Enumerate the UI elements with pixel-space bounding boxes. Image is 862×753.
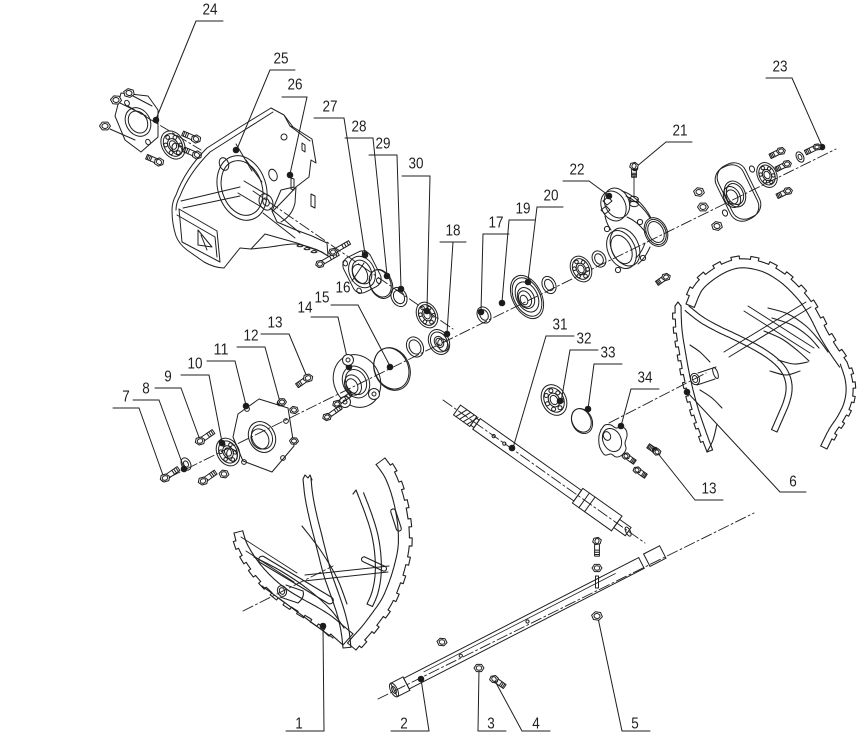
svg-text:24: 24 [203, 2, 218, 19]
svg-text:14: 14 [298, 300, 313, 317]
svg-text:10: 10 [188, 356, 203, 373]
svg-text:19: 19 [516, 201, 531, 218]
svg-text:17: 17 [489, 215, 504, 232]
svg-text:3: 3 [487, 716, 495, 733]
svg-text:13: 13 [268, 315, 283, 332]
svg-text:33: 33 [601, 345, 616, 362]
svg-text:1: 1 [295, 716, 303, 733]
svg-text:18: 18 [446, 223, 461, 240]
svg-text:32: 32 [577, 331, 592, 348]
svg-text:30: 30 [409, 156, 424, 173]
svg-text:31: 31 [553, 317, 568, 334]
svg-text:27: 27 [323, 99, 338, 116]
svg-text:16: 16 [336, 280, 351, 297]
svg-text:12: 12 [244, 328, 259, 345]
svg-text:4: 4 [532, 716, 540, 733]
svg-text:5: 5 [631, 716, 639, 733]
svg-text:34: 34 [638, 370, 653, 387]
svg-text:6: 6 [789, 474, 797, 491]
svg-text:13: 13 [702, 481, 717, 498]
svg-text:22: 22 [570, 162, 585, 179]
svg-text:26: 26 [288, 77, 303, 94]
svg-text:25: 25 [274, 51, 289, 68]
svg-text:9: 9 [164, 369, 172, 386]
svg-text:8: 8 [142, 381, 150, 398]
svg-text:7: 7 [122, 389, 130, 406]
svg-text:23: 23 [773, 59, 788, 76]
svg-text:28: 28 [352, 119, 367, 136]
svg-text:2: 2 [400, 716, 408, 733]
svg-text:21: 21 [673, 123, 688, 140]
svg-text:20: 20 [544, 188, 559, 205]
svg-text:11: 11 [214, 342, 229, 359]
svg-text:29: 29 [376, 136, 391, 153]
svg-text:15: 15 [315, 290, 330, 307]
